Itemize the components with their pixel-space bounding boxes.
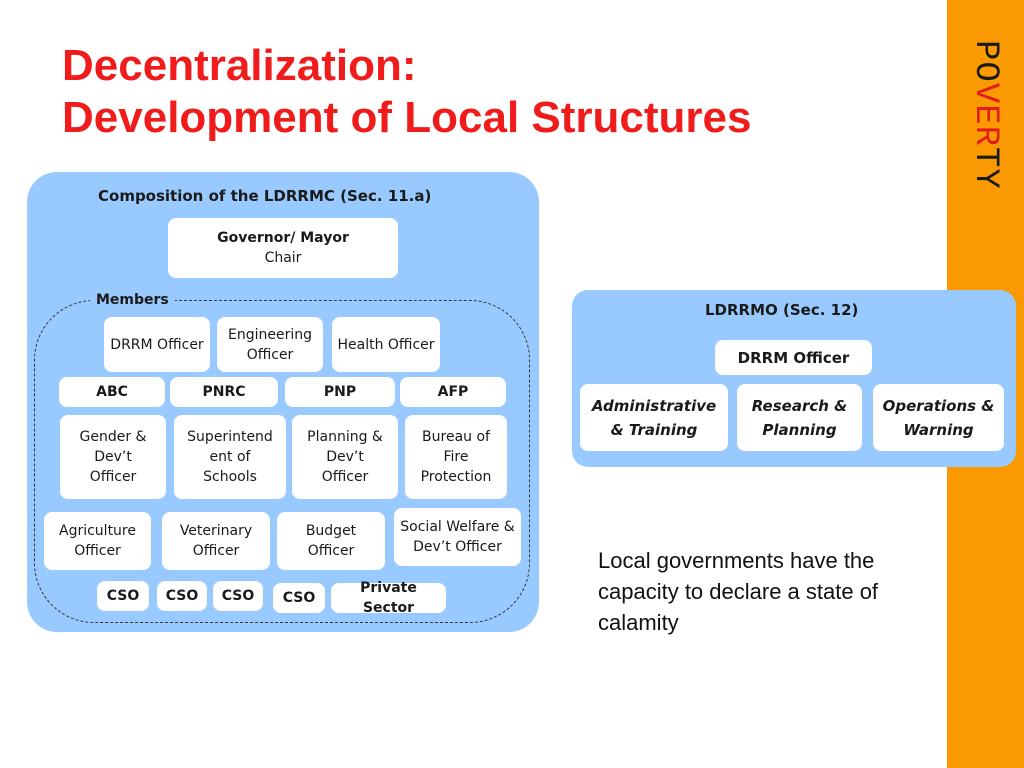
member-pnp: PNP [285, 377, 395, 407]
ldrrmo-head-box: DRRM Officer [715, 340, 872, 375]
member-engineering-officer: Engineering Officer [217, 317, 323, 372]
member-superintendent-of-schools: Superintend ent of Schools [174, 415, 286, 499]
division-research-planning: Research & Planning [737, 384, 862, 451]
wordmark-part-3: TY [966, 147, 1004, 190]
poverty-wordmark: POVERTY [965, 40, 1005, 190]
page-title: Decentralization: Development of Local S… [62, 40, 751, 144]
calamity-note: Local governments have the capacity to d… [598, 548, 879, 635]
chair-role: Chair [264, 250, 302, 266]
division-administrative-training: Administrative & Training [580, 384, 728, 451]
member-cso-4: CSO [273, 583, 325, 613]
member-afp: AFP [400, 377, 506, 407]
ldrrmo-title: LDRRMO (Sec. 12) [705, 301, 859, 319]
member-social-welfare-officer: Social Welfare & Dev’t Officer [394, 508, 521, 566]
chair-title: Governor/ Mayor [217, 230, 349, 246]
member-health-officer: Health Officer [332, 317, 440, 372]
member-planning-dev-officer: Planning & Dev’t Officer [292, 415, 398, 499]
member-gender-dev-officer: Gender & Dev’t Officer [60, 415, 166, 499]
members-group [34, 300, 530, 623]
member-drrm-officer: DRRM Officer [104, 317, 210, 372]
member-cso-3: CSO [213, 581, 263, 611]
members-label: Members [90, 292, 175, 308]
chair-box: Governor/ Mayor Chair [168, 218, 398, 278]
wordmark-part-2: VER [966, 82, 1004, 148]
member-private-sector: Private Sector [331, 580, 446, 616]
title-line-2: Development of Local Structures [62, 93, 752, 142]
member-cso-1: CSO [97, 581, 149, 611]
member-budget-officer: Budget Officer [277, 512, 385, 570]
wordmark-part-1: PO [966, 40, 1004, 83]
member-abc: ABC [59, 377, 165, 407]
member-cso-2: CSO [157, 581, 207, 611]
ldrrmc-title: Composition of the LDRRMC (Sec. 11.a) [98, 187, 432, 205]
member-bureau-of-fire-protection: Bureau of Fire Protection [405, 415, 507, 499]
member-pnrc: PNRC [170, 377, 278, 407]
division-operations-warning: Operations & Warning [873, 384, 1004, 451]
member-agriculture-officer: Agriculture Officer [44, 512, 151, 570]
title-line-1: Decentralization: [62, 41, 417, 90]
member-veterinary-officer: Veterinary Officer [162, 512, 270, 570]
